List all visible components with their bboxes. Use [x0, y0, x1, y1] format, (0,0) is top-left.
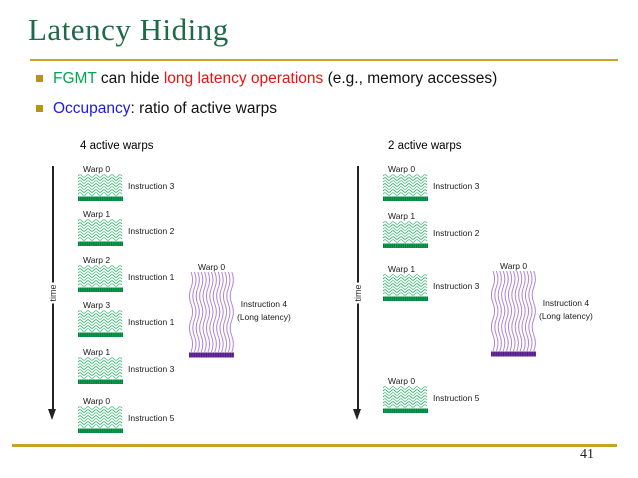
instruction-label: Instruction 2: [128, 226, 175, 236]
warp-label: Warp 0: [388, 376, 416, 386]
long-latency-line2: (Long latency): [237, 312, 291, 322]
bullet-text-segment: : ratio of active warps: [130, 100, 277, 117]
instruction-label: Instruction 1: [128, 317, 175, 327]
instruction-label: Instruction 5: [433, 393, 480, 403]
warp-threads-icon: [383, 221, 429, 248]
bullet-text-segment: Occupancy: [53, 100, 131, 117]
long-latency-line2: (Long latency): [539, 311, 593, 321]
warp-label: Warp 0: [83, 396, 111, 406]
long-latency-label: Instruction 4 (Long latency): [237, 298, 291, 324]
diagram-header: 4 active warps: [80, 140, 154, 152]
warp-block: Warp 1 Instruction 3: [78, 347, 174, 384]
instruction-label: Instruction 3: [128, 181, 175, 191]
instruction-label: Instruction 1: [128, 272, 175, 282]
warp-block: Warp 3 Instruction 1: [78, 300, 174, 337]
bullet-marker-icon: [36, 75, 43, 82]
instruction-label: Instruction 5: [128, 413, 175, 423]
bullet-text-segment: (e.g., memory accesses): [323, 70, 498, 87]
warp-block: Warp 0 Instruction 3: [78, 164, 174, 201]
bullet-text-segment: can hide: [96, 70, 164, 87]
warp-block: Warp 1 Instruction 2: [383, 211, 479, 248]
warp-label: Warp 1: [388, 264, 416, 274]
warp-label: Warp 0: [198, 262, 226, 272]
warp-block: Warp 1 Instruction 2: [78, 209, 174, 246]
instruction-label: Instruction 3: [128, 364, 175, 374]
warp-block: Warp 1 Instruction 3: [383, 264, 479, 301]
bullet-text-segment: FGMT: [53, 70, 97, 87]
warp-threads-icon: [383, 386, 429, 413]
bullet-marker-icon: [36, 105, 43, 112]
warp-block: Warp 2 Instruction 1: [78, 255, 174, 292]
warp-block: Warp 0 Instruction 5: [78, 396, 174, 433]
page-number: 41: [580, 447, 594, 462]
long-latency-label: Instruction 4 (Long latency): [539, 297, 593, 323]
long-latency-line1: Instruction 4: [240, 299, 288, 309]
long-latency-block: Warp 0 Instruction 4 (Long latency): [189, 262, 291, 358]
warp-label: Warp 2: [83, 255, 111, 265]
arrow-head-icon: [353, 409, 362, 420]
long-latency-threads-icon: [491, 271, 537, 357]
warp-label: Warp 3: [83, 300, 111, 310]
warp-label: Warp 0: [388, 164, 416, 174]
warp-block: Warp 0 Instruction 3: [383, 164, 479, 201]
diagram-header: 2 active warps: [388, 140, 462, 152]
bullet-item: FGMT can hide long latency operations (e…: [36, 68, 626, 89]
warp-label: Warp 0: [83, 164, 111, 174]
instruction-label: Instruction 3: [433, 281, 480, 291]
instruction-label: Instruction 3: [433, 181, 480, 191]
warp-label: Warp 1: [388, 211, 416, 221]
bullet-item: Occupancy: ratio of active warps: [36, 98, 626, 119]
long-latency-block: Warp 0 Instruction 4 (Long latency): [491, 261, 593, 357]
bullet-text: Occupancy: ratio of active warps: [53, 98, 277, 119]
footer-rule: [12, 444, 617, 447]
bullet-list: FGMT can hide long latency operations (e…: [36, 68, 626, 128]
time-axis-label: time: [352, 282, 363, 304]
bullet-text: FGMT can hide long latency operations (e…: [53, 68, 497, 89]
warp-label: Warp 1: [83, 347, 111, 357]
title-underline: [30, 59, 618, 61]
warp-label: Warp 1: [83, 209, 111, 219]
bullet-text-segment: long latency operations: [163, 70, 324, 87]
warp-label: Warp 0: [500, 261, 528, 271]
page-title: Latency Hiding: [28, 12, 229, 47]
warp-threads-icon: [383, 174, 429, 201]
warp-block: Warp 0 Instruction 5: [383, 376, 479, 413]
arrow-head-icon: [48, 409, 57, 420]
instruction-label: Instruction 2: [433, 228, 480, 238]
long-latency-line1: Instruction 4: [542, 298, 590, 308]
warp-threads-icon: [383, 274, 429, 301]
